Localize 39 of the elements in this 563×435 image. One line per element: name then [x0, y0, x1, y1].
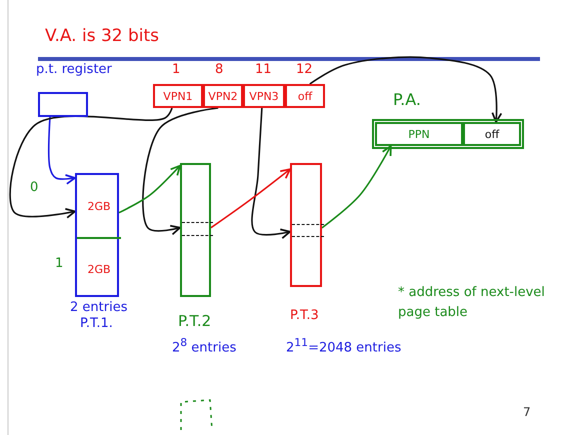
arrow: [9, 108, 173, 218]
offset-field: off: [463, 122, 521, 146]
arrow: [142, 107, 218, 236]
address-heading: P.A.: [393, 90, 421, 109]
bit-field: VPN3: [243, 84, 285, 108]
entry-count: 2$^{8}$ entries: [172, 336, 236, 356]
register-label: p.t. register: [36, 62, 112, 77]
bit-field: VPN1: [153, 84, 203, 108]
page-table: [75, 173, 119, 297]
register-box: [38, 92, 88, 117]
arrow: [309, 56, 502, 123]
arrow: [48, 116, 76, 185]
table-entry: 2GB: [77, 239, 121, 299]
arrow: [210, 168, 291, 228]
table-caption: P.T.3: [290, 308, 319, 323]
arrow: [118, 164, 181, 214]
entry-index: 1: [55, 256, 64, 271]
bit-number: 11: [255, 62, 272, 77]
bit-field: VPN2: [203, 84, 243, 108]
bit-number: 1: [172, 62, 180, 77]
table-entry: [182, 222, 213, 236]
table-entry: [292, 224, 324, 237]
table-caption: 2 entries: [70, 300, 128, 315]
bit-number: 8: [215, 62, 224, 77]
page-table: [290, 163, 322, 287]
entry-index: 0: [30, 180, 38, 195]
arrow: [251, 108, 291, 239]
table-entry: 2GB: [77, 175, 121, 239]
table-caption: P.T.1.: [80, 316, 113, 331]
slide-title: V.A. is 32 bits: [45, 26, 160, 46]
entry-count: 2$^{11}$=2048 entries: [286, 336, 402, 356]
page-table: [180, 163, 211, 297]
table-caption: P.T.2: [178, 312, 212, 330]
bit-number: 12: [296, 62, 313, 77]
page-number-field: PPN: [375, 122, 463, 146]
slide-number: 7: [523, 404, 532, 421]
arrow: [322, 145, 392, 228]
bit-field: off: [285, 84, 325, 108]
note-text: * address of next-level page table: [398, 284, 546, 322]
